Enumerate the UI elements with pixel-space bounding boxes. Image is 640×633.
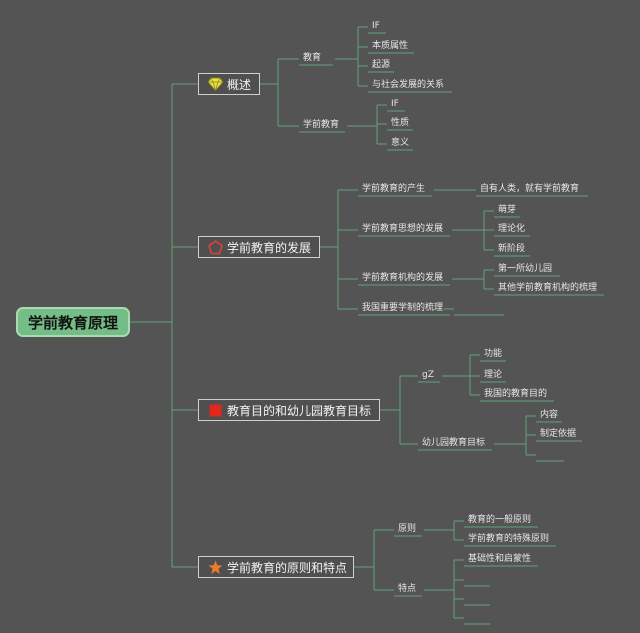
sub-topic-label[interactable]: 学前教育机构的发展 xyxy=(362,273,444,283)
leaf-label[interactable]: 理论 xyxy=(484,370,503,380)
leaf-label[interactable]: 本质属性 xyxy=(372,41,409,51)
leaf-label[interactable]: 功能 xyxy=(484,349,503,359)
leaf-label[interactable]: 与社会发展的关系 xyxy=(372,80,445,90)
leaf-label[interactable]: 学前教育的特殊原则 xyxy=(468,534,550,544)
leaf-label[interactable]: 理论化 xyxy=(498,224,526,234)
leaf-label[interactable]: 其他学前教育机构的梳理 xyxy=(498,283,598,293)
star-icon xyxy=(207,559,223,575)
branch-node-overview[interactable]: 概述 xyxy=(198,73,260,95)
branch-node-development[interactable]: 学前教育的发展 xyxy=(198,236,320,258)
branch-label: 概述 xyxy=(227,77,252,92)
leaf-label[interactable]: 新阶段 xyxy=(498,244,526,254)
leaf-label[interactable]: 萌芽 xyxy=(498,205,517,215)
branch-label: 教育目的和幼儿园教育目标 xyxy=(227,403,372,418)
diamond-icon xyxy=(207,76,223,92)
sub-topic-label[interactable]: 我国重要学制的梳理 xyxy=(362,303,444,313)
sub-topic-label[interactable]: 幼儿园教育目标 xyxy=(422,438,486,448)
leaf-label[interactable]: 我国的教育目的 xyxy=(484,389,548,399)
branch-node-principles[interactable]: 学前教育的原则和特点 xyxy=(198,556,354,578)
leaf-label[interactable]: 制定依据 xyxy=(540,429,577,439)
root-node-label: 学前教育原理 xyxy=(27,313,118,332)
leaf-label[interactable]: 教育的一般原则 xyxy=(468,515,532,525)
leaf-label[interactable]: 性质 xyxy=(391,118,410,128)
leaf-label[interactable]: 起源 xyxy=(372,60,391,70)
leaf-label[interactable]: 第一所幼儿园 xyxy=(498,264,553,274)
sub-topic-label[interactable]: 原则 xyxy=(398,524,417,534)
sub-topic-label[interactable]: 学前教育 xyxy=(303,120,340,130)
leaf-label[interactable]: 意义 xyxy=(391,138,410,148)
square-icon xyxy=(207,402,223,418)
root-node[interactable]: 学前教育原理 xyxy=(16,307,130,337)
branch-node-goals[interactable]: 教育目的和幼儿园教育目标 xyxy=(198,399,380,421)
leaf-label[interactable]: IF xyxy=(372,21,380,31)
sub-topic-label[interactable]: 教育 xyxy=(303,53,322,63)
branch-label: 学前教育的发展 xyxy=(227,240,312,255)
leaf-label[interactable]: IF xyxy=(391,99,399,109)
branch-label: 学前教育的原则和特点 xyxy=(227,560,348,575)
sub-topic-label[interactable]: 学前教育思想的发展 xyxy=(362,224,444,234)
leaf-label[interactable]: 自有人类，就有学前教育 xyxy=(480,184,580,194)
leaf-label[interactable]: 基础性和启蒙性 xyxy=(468,554,532,564)
sub-topic-label[interactable]: gZ xyxy=(422,370,434,380)
sub-topic-label[interactable]: 特点 xyxy=(398,584,417,594)
sub-topic-label[interactable]: 学前教育的产生 xyxy=(362,184,426,194)
pentagon-icon xyxy=(207,239,223,255)
leaf-label[interactable]: 内容 xyxy=(540,410,559,420)
